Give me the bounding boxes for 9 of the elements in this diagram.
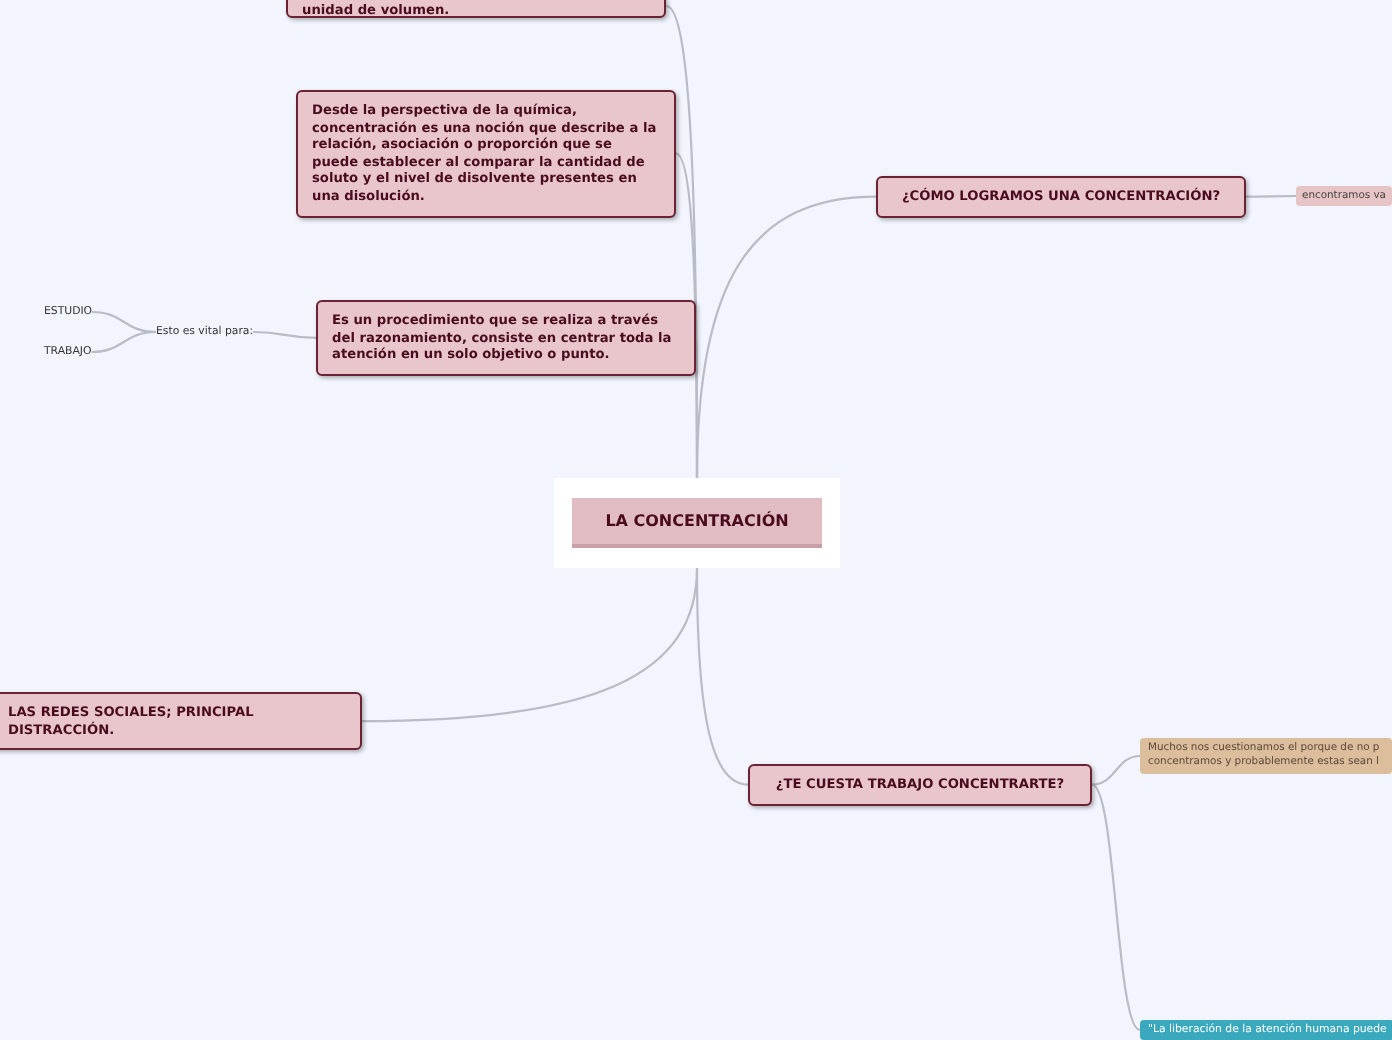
connector-line xyxy=(1246,194,1296,198)
connector-line xyxy=(253,330,316,339)
connector-line xyxy=(91,330,157,354)
connector-line xyxy=(1091,754,1141,786)
connector-line xyxy=(1091,783,1141,1031)
central-topic-frame xyxy=(554,478,840,568)
connector-line xyxy=(695,195,877,479)
connector-line xyxy=(695,568,749,786)
topic-title: LA CONCENTRACIÓN xyxy=(572,498,822,548)
